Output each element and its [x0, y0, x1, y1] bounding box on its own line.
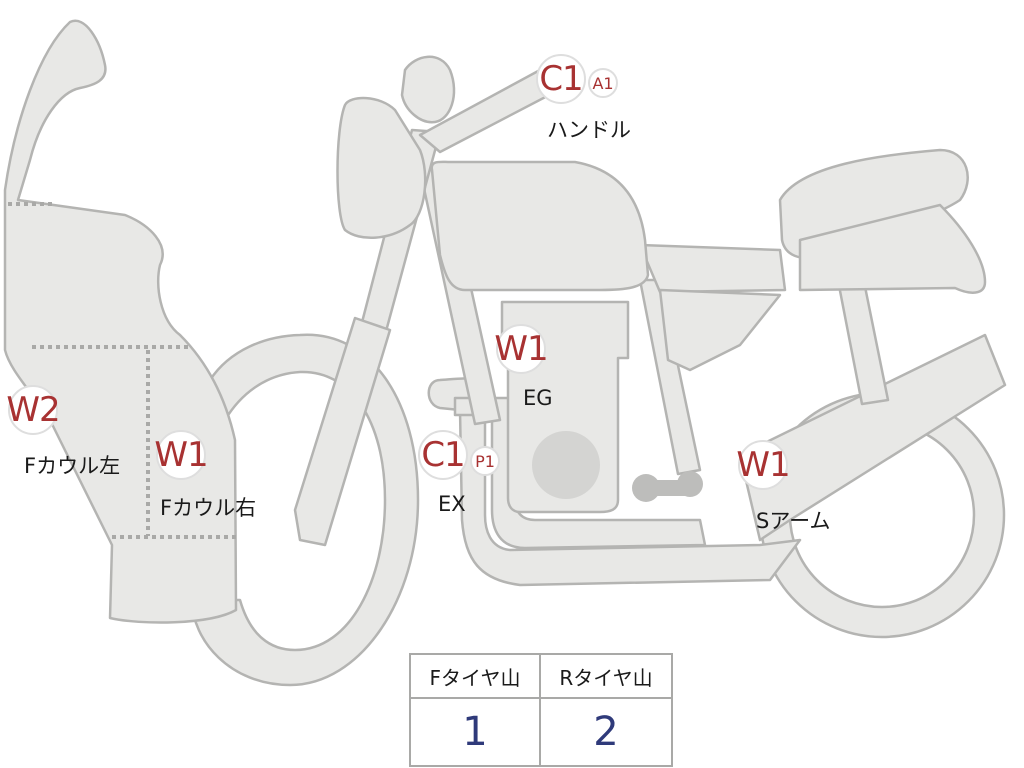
exhaust-label: EX: [438, 492, 466, 516]
exhaust-sub-badge: P1: [470, 446, 500, 476]
front-fork-lower-shape: [293, 316, 392, 547]
handle-sub-badge: A1: [588, 68, 618, 98]
swingarm-label: Sアーム: [756, 509, 831, 533]
front-wheel: [190, 333, 420, 687]
front-tire-header: Fタイヤ山: [411, 655, 541, 699]
footpeg: [632, 471, 703, 502]
swingarm-code-badge: W1: [736, 440, 791, 490]
headlight-shape: [336, 96, 427, 240]
frame-rail-shape: [638, 243, 787, 294]
rear-tire-header: Rタイヤ山: [541, 655, 671, 699]
handle-label: ハンドル: [547, 118, 631, 142]
handle-code-badge: C1: [536, 54, 586, 104]
exhaust-code-badge: C1: [418, 430, 468, 480]
fuel-tank-shape: [430, 160, 650, 292]
mirror-shape: [400, 55, 456, 124]
cowl-left-label: Fカウル左: [24, 454, 121, 478]
tail-shape: [798, 203, 987, 294]
front-cowl: [3, 19, 238, 624]
tire-tread-table: Fタイヤ山 Rタイヤ山 1 2: [409, 653, 673, 767]
engine-label: EG: [523, 386, 553, 410]
swingarm-shape: [738, 333, 1007, 542]
cowl-right-label: Fカウル右: [160, 496, 257, 520]
engine-code-badge: W1: [494, 324, 549, 374]
frame-lower-shape: [638, 278, 702, 476]
side-panel-shape: [658, 288, 782, 372]
front-tire-value: 1: [411, 699, 541, 765]
rear-tire-value: 2: [593, 709, 619, 755]
cowl-left-code-badge: W2: [6, 385, 61, 435]
cowl-right-code-badge: W1: [154, 430, 209, 480]
